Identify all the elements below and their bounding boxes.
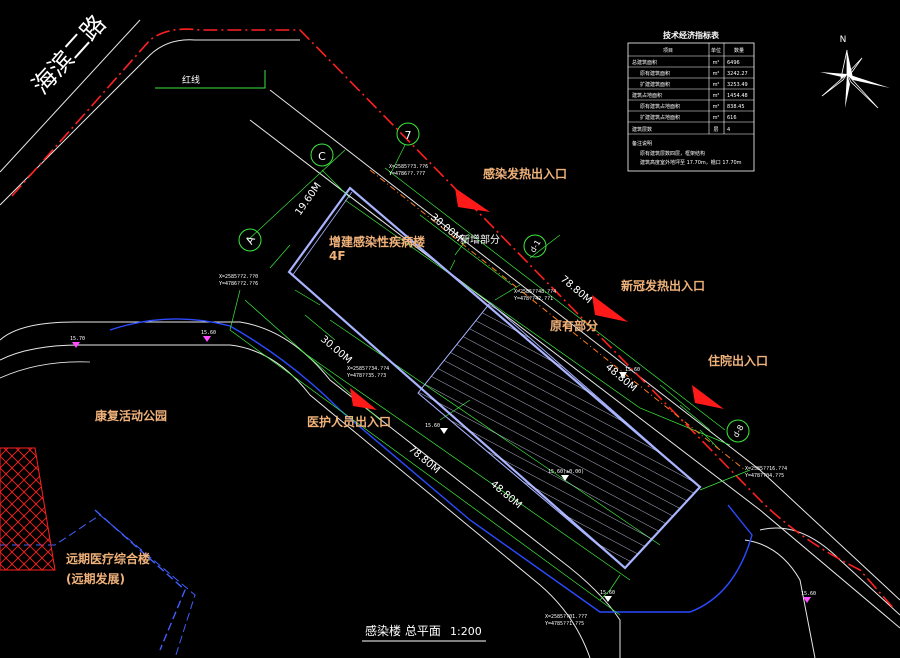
old-part-label: 原有部分 [550,318,598,333]
building-name: 增建感染性疾病楼 [329,234,425,249]
tech-row-5-qty: 616 [727,115,737,121]
axis-7-label: 7 [405,129,412,142]
north-arrow-icon: N [820,35,890,109]
axis-c-label: C [318,150,326,163]
plan-scale: 1:200 [450,625,482,638]
tech-notes-title: 备注说明 [632,140,652,147]
dim-left-30: 30.00M [318,334,354,366]
coord-mid-y: Y=478??42.??1 [514,296,553,302]
north-label: N [840,35,847,45]
dim-short-side: 19.60M [293,181,323,218]
axis-a-label: A [243,233,258,246]
tech-row-3-item: 建筑占地面积 [632,92,662,99]
tech-note-line-1: 建筑高度室外地坪至 17.70m，檐口 17.70m [640,159,742,166]
red-line-boundary [11,28,896,611]
park-label: 康复活动公园 [95,408,167,423]
tech-row-1-item: 原有建筑面积 [640,70,670,77]
tech-header-qty: 数量 [734,47,744,54]
axis-dashed-line [369,169,746,471]
coordinate-labels: X=2585??3.??6 Y=4786??.??7 X=2585??2.??0… [219,164,787,627]
entrance-markers [350,188,724,410]
elevation-e2: 15.60 [201,330,216,336]
elevation-e5: 15.60 [600,590,615,596]
plan-title-block: 感染楼 总平面 1:200 [362,623,486,642]
coord-bottom-x: X=2585??01.??7 [545,614,587,620]
entrance-marker-inpatient [692,385,724,409]
tech-row-5-unit: m² [713,115,720,121]
tech-row-0-unit: m² [713,60,720,66]
plan-title: 感染楼 总平面 [365,623,441,638]
hatched-area [0,447,56,571]
dim-left-48: 48.80M [488,479,524,511]
dim-top-30: 30.00M [428,212,464,244]
tech-row-3-unit: m² [713,93,720,99]
tech-row-4-qty: 838.45 [727,104,745,110]
axis-d1-label: d-1 [528,238,542,254]
elevation-e3: 15.60 [625,367,640,373]
tech-row-5-item: 扩建建筑占地面积 [640,114,680,121]
elevation-markers: 15.70 15.60 15.60 15.60 15.60(±0.00) 15.… [70,330,816,603]
tech-header-item: 项目 [663,48,673,54]
tech-note-line-0: 原有建筑层数四层，框架结构 [640,150,705,157]
tech-row-4-unit: m² [713,104,720,110]
tech-row-0-qty: 6496 [727,60,740,66]
entrance-marker-staff [350,388,377,410]
tech-row-6-unit: 层 [713,127,718,133]
elevation-e4: 15.60 [425,423,440,429]
road-name: 海滨二路 [27,10,112,100]
tech-row-4-item: 原有建筑占地面积 [640,103,680,110]
coord-left-y: Y=4786??2.??6 [219,281,258,287]
building-old-hatch [417,302,701,569]
coord-center-x: X=2585??34.??4 [347,366,389,372]
elevation-e6: 15.60 [801,591,816,597]
tech-table-title: 技术经济指标表 [663,30,720,40]
coord-left-x: X=2585??2.??0 [219,274,258,280]
tech-row-2-unit: m² [713,82,720,88]
entrance-staff-label: 医护人员出入口 [307,414,391,429]
redline-label: 红线 [182,74,200,86]
entrance-infectious-label: 感染发热出入口 [483,166,567,181]
tech-row-6-item: 建筑层数 [632,126,652,133]
new-part-label: 新增部分 [460,233,500,246]
coord-right-x: X=2585??16.??4 [745,466,787,472]
coord-top-y: Y=4786??.??7 [389,171,425,177]
entrance-marker-covid [592,295,628,322]
tech-row-2-qty: 3253.49 [727,82,748,88]
coord-bottom-y: Y=4785??1.??5 [545,621,584,627]
building-outline [287,186,702,570]
coord-mid-x: X=2585??48.??4 [514,289,556,295]
tech-row-2-item: 扩建建筑面积 [640,81,670,88]
tech-row-6-qty: 4 [727,127,730,133]
elevation-e1: 15.70 [70,336,85,342]
road-lines [0,19,900,658]
coord-right-y: Y=478??04.??5 [745,473,784,479]
tech-table: 技术经济指标表 项目 单位 数量 总建筑面积 m² 6496 原有建筑面积 m²… [627,30,755,172]
tech-row-1-unit: m² [713,71,720,77]
tech-row-1-qty: 3242.27 [727,71,748,77]
tech-header-unit: 单位 [711,47,721,54]
entrance-marker-infectious [455,188,490,212]
tech-row-3-qty: 1454.48 [727,93,748,99]
tech-row-0-item: 总建筑面积 [632,59,657,66]
axis-d8-label: d-8 [731,423,745,439]
building-floors: 4F [329,249,346,263]
future-building-name: 远期医疗综合楼 [66,551,150,566]
entrance-inpatient-label: 住院出入口 [708,353,768,368]
coord-center-y: Y=478??35.??3 [347,373,386,379]
entrance-covid-label: 新冠发热出入口 [621,278,705,293]
coord-top-x: X=2585??3.??6 [389,164,428,170]
dim-right-78: 78.80M [558,274,594,306]
elevation-main: 15.60(±0.00) [548,469,584,475]
future-building-note: (远期发展) [66,571,125,586]
